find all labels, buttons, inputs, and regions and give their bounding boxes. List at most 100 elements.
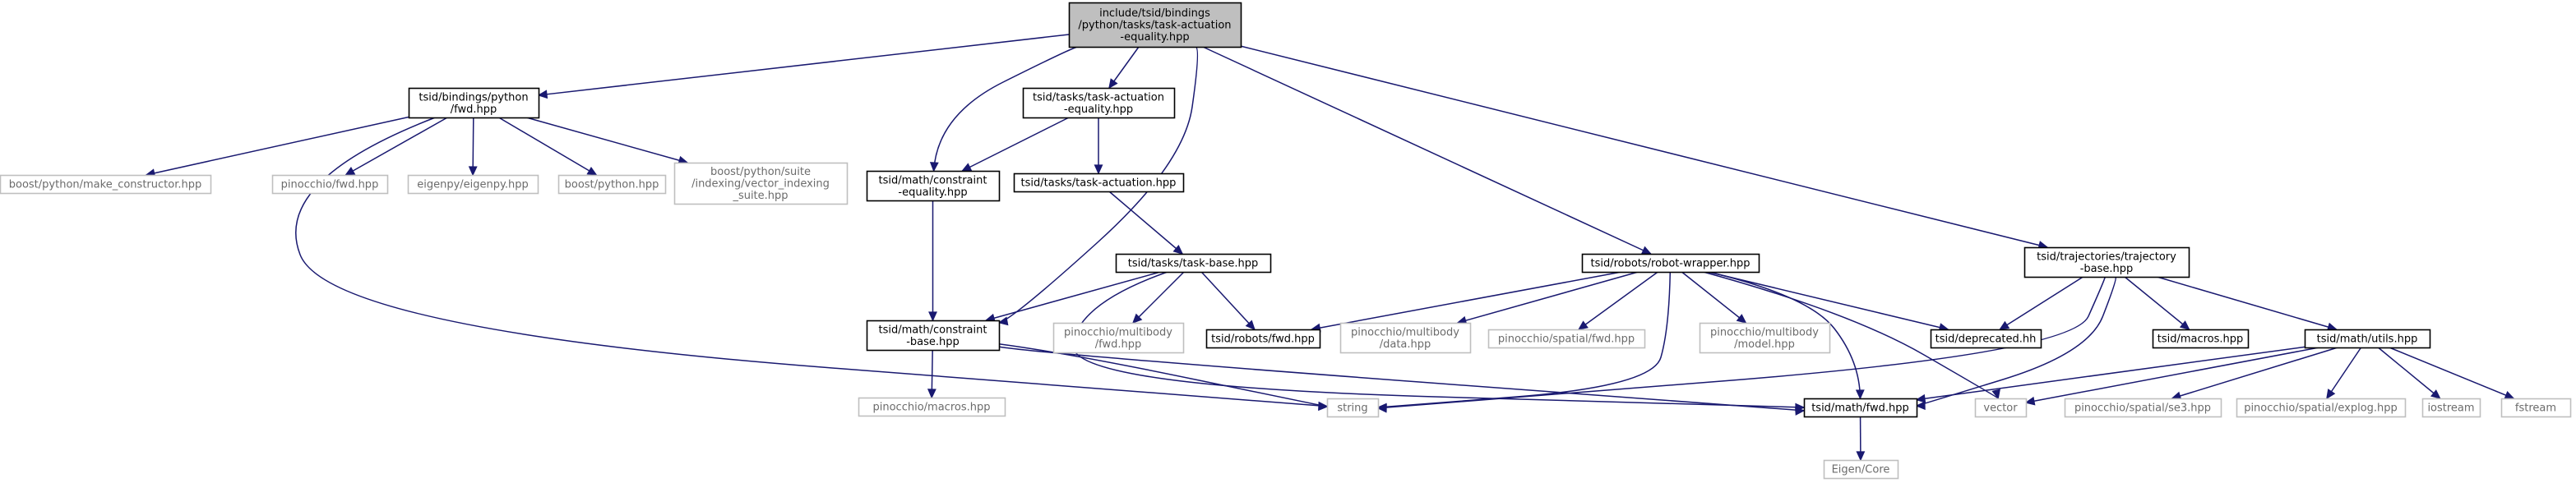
edge-tb-to-rfwd: [1200, 271, 1256, 331]
node-cb[interactable]: tsid/math/constraint-base.hpp: [866, 320, 1001, 352]
node-box: [1326, 398, 1380, 418]
edge-line: [1916, 346, 2305, 401]
node-label: tsid/math/constraint: [879, 174, 987, 186]
edge-rw-to-pmdata: [1456, 271, 1639, 325]
node-label: pinocchio/multibody: [1351, 326, 1459, 338]
edge-cb-to-string: [998, 343, 1329, 412]
edge-line: [295, 117, 1328, 407]
arrowhead: [1856, 451, 1866, 462]
edge-line: [2025, 347, 2319, 403]
arrowhead: [1172, 244, 1184, 255]
node-label: pinocchio/multibody: [1064, 326, 1172, 338]
node-rfwd[interactable]: tsid/robots/fwd.hpp: [1205, 329, 1321, 349]
node-tb[interactable]: tsid/tasks/task-base.hpp: [1115, 253, 1272, 274]
arrowhead: [929, 162, 939, 172]
node-ce[interactable]: tsid/math/constraint-equality.hpp: [866, 170, 1001, 202]
edge-line: [2389, 347, 2514, 399]
node-label: pinocchio/multibody: [1710, 326, 1819, 338]
arrowhead: [537, 90, 548, 99]
node-dep[interactable]: tsid/deprecated.hh: [1930, 329, 2042, 349]
node-label: -equality.hpp: [1120, 31, 1189, 44]
edge-line: [962, 117, 1070, 172]
node-label: pinocchio/spatial/se3.hpp: [2074, 402, 2211, 415]
node-vector: vector: [1974, 398, 2028, 418]
node-box: [2304, 329, 2431, 349]
node-label: -equality.hpp: [898, 186, 967, 199]
node-label: tsid/robots/fwd.hpp: [1211, 334, 1315, 346]
node-label: /fwd.hpp: [451, 104, 497, 116]
node-label: /model.hpp: [1734, 338, 1795, 351]
node-box: [1115, 253, 1272, 274]
node-box: [1803, 398, 1918, 418]
edge-line: [1578, 271, 1658, 330]
edge-utils-to-mfwd: [1915, 346, 2305, 403]
node-box: [1205, 329, 1321, 349]
edge-bp_fwd-to-bpy: [498, 117, 598, 176]
node-box: [1699, 322, 1831, 354]
node-label: tsid/math/fwd.hpp: [1811, 402, 1909, 415]
node-eigenpy: eigenpy/eigenpy.hpp: [407, 174, 539, 195]
edge-tj-to-macros: [2124, 276, 2190, 330]
arrowhead: [1855, 389, 1865, 400]
node-label: /fwd.hpp: [1095, 338, 1142, 351]
node-utils[interactable]: tsid/math/utils.hpp: [2304, 329, 2431, 349]
node-bp_fwd[interactable]: tsid/bindings/python/fwd.hpp: [408, 87, 540, 119]
node-label: boost/python/make_constructor.hpp: [9, 179, 201, 191]
edge-line: [2377, 347, 2441, 399]
node-box: [1052, 322, 1185, 354]
edge-line: [472, 117, 474, 176]
edge-line: [345, 117, 448, 176]
arrowhead: [927, 389, 937, 399]
node-box: [2421, 398, 2481, 418]
node-box: [557, 174, 667, 195]
edge-tj-to-string: [1376, 276, 2107, 413]
node-macros[interactable]: tsid/macros.hpp: [2152, 329, 2250, 349]
edge-line: [1377, 276, 2107, 409]
node-label: _suite.hpp: [732, 190, 788, 202]
edge-line: [1681, 271, 1746, 324]
node-ta[interactable]: tsid/tasks/task-actuation.hpp: [1013, 172, 1185, 193]
edge-utils-to-se3: [2171, 347, 2338, 401]
node-label: tsid/trajectories/trajectory: [2037, 251, 2176, 263]
edge-root-to-tae: [1108, 46, 1140, 90]
edge-tj-to-mfwd: [1915, 276, 2117, 411]
edge-line: [1108, 191, 1183, 255]
node-label: Eigen/Core: [1832, 464, 1890, 476]
node-label: iostream: [2427, 402, 2474, 415]
node-label: include/tsid/bindings: [1099, 7, 1210, 20]
node-label: tsid/math/utils.hpp: [2317, 334, 2418, 346]
node-box: [0, 174, 212, 195]
node-rw[interactable]: tsid/robots/robot-wrapper.hpp: [1581, 253, 1760, 274]
edge-line: [1703, 271, 1999, 399]
node-box: [2064, 398, 2222, 418]
node-box: [1974, 398, 2028, 418]
node-label: pinocchio/fwd.hpp: [281, 179, 379, 191]
node-label: tsid/bindings/python: [419, 91, 528, 104]
arrowhead: [1640, 246, 1653, 255]
edge-line: [1202, 46, 1652, 255]
node-label: tsid/math/constraint: [879, 324, 987, 336]
node-root[interactable]: include/tsid/bindings/python/tasks/task-…: [1068, 2, 1242, 48]
edge-line: [986, 271, 1161, 321]
node-box: [1930, 329, 2042, 349]
edge-line: [932, 46, 1078, 172]
edge-line: [1457, 271, 1639, 324]
node-box: [2152, 329, 2250, 349]
edge-cb-to-mfwd: [998, 346, 1806, 416]
edge-bp_fwd-to-bvi: [525, 117, 689, 165]
node-tj[interactable]: tsid/trajectories/trajectory-base.hpp: [2023, 246, 2190, 278]
edge-cb-to-pmac: [927, 349, 937, 399]
arrowhead: [1094, 164, 1103, 175]
node-tae[interactable]: tsid/tasks/task-actuation-equality.hpp: [1022, 87, 1176, 119]
node-mfwd[interactable]: tsid/math/fwd.hpp: [1803, 398, 1918, 418]
node-box: [1339, 322, 1472, 354]
edge-line: [2157, 276, 2337, 330]
node-label: tsid/tasks/task-actuation.hpp: [1021, 177, 1177, 190]
edge-line: [1132, 271, 1185, 324]
node-eigen: Eigen/Core: [1823, 459, 1899, 480]
edge-tb-to-cb: [984, 271, 1161, 323]
node-label: /python/tasks/task-actuation: [1078, 20, 1231, 32]
arrowhead: [1795, 407, 1806, 416]
edge-line: [146, 116, 409, 176]
